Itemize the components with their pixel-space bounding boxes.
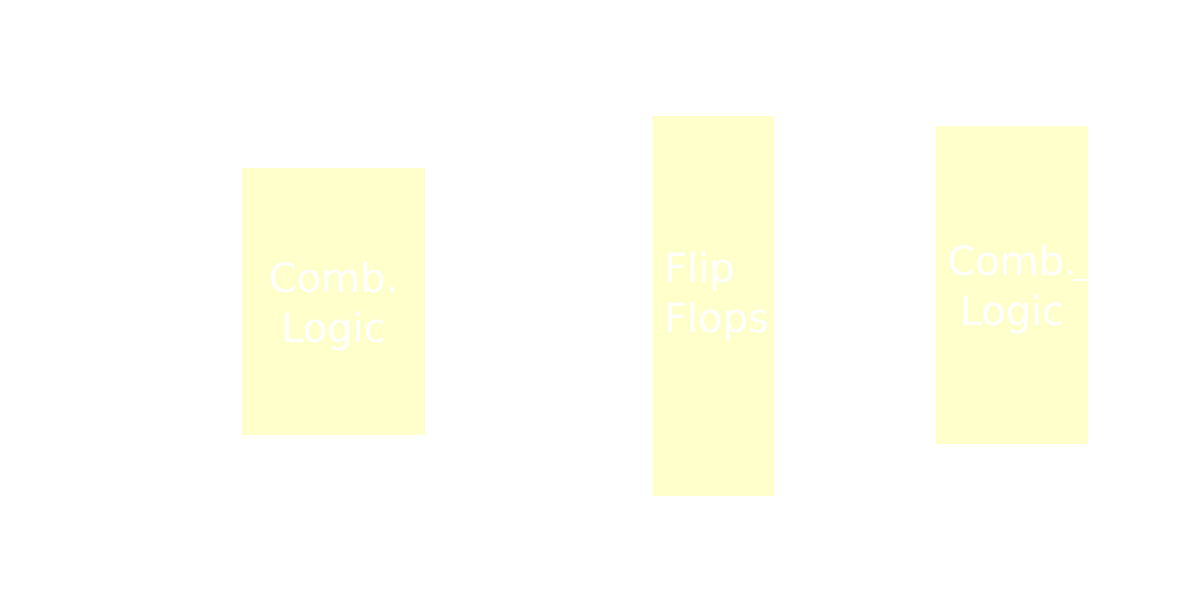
block-label-line-1: Comb. [947,239,1077,285]
block-label: Comb. Logic [242,254,425,354]
block-label: Comb. Logic [936,237,1088,337]
block-label: Flip Flops [664,244,769,344]
comb-logic-block-1: Comb. Logic [242,168,425,435]
block-label-line-2: Logic [281,306,386,352]
block-label-line-1: Flip [664,246,735,292]
block-label-line-1: Comb. [268,256,399,302]
block-label-line-2: Logic [959,289,1065,335]
comb-logic-block-2: Comb. Logic [936,126,1088,444]
block-label-line-2: Flops [664,296,769,342]
output-connector-line [1073,279,1088,281]
flip-flops-block: Flip Flops [652,116,774,496]
